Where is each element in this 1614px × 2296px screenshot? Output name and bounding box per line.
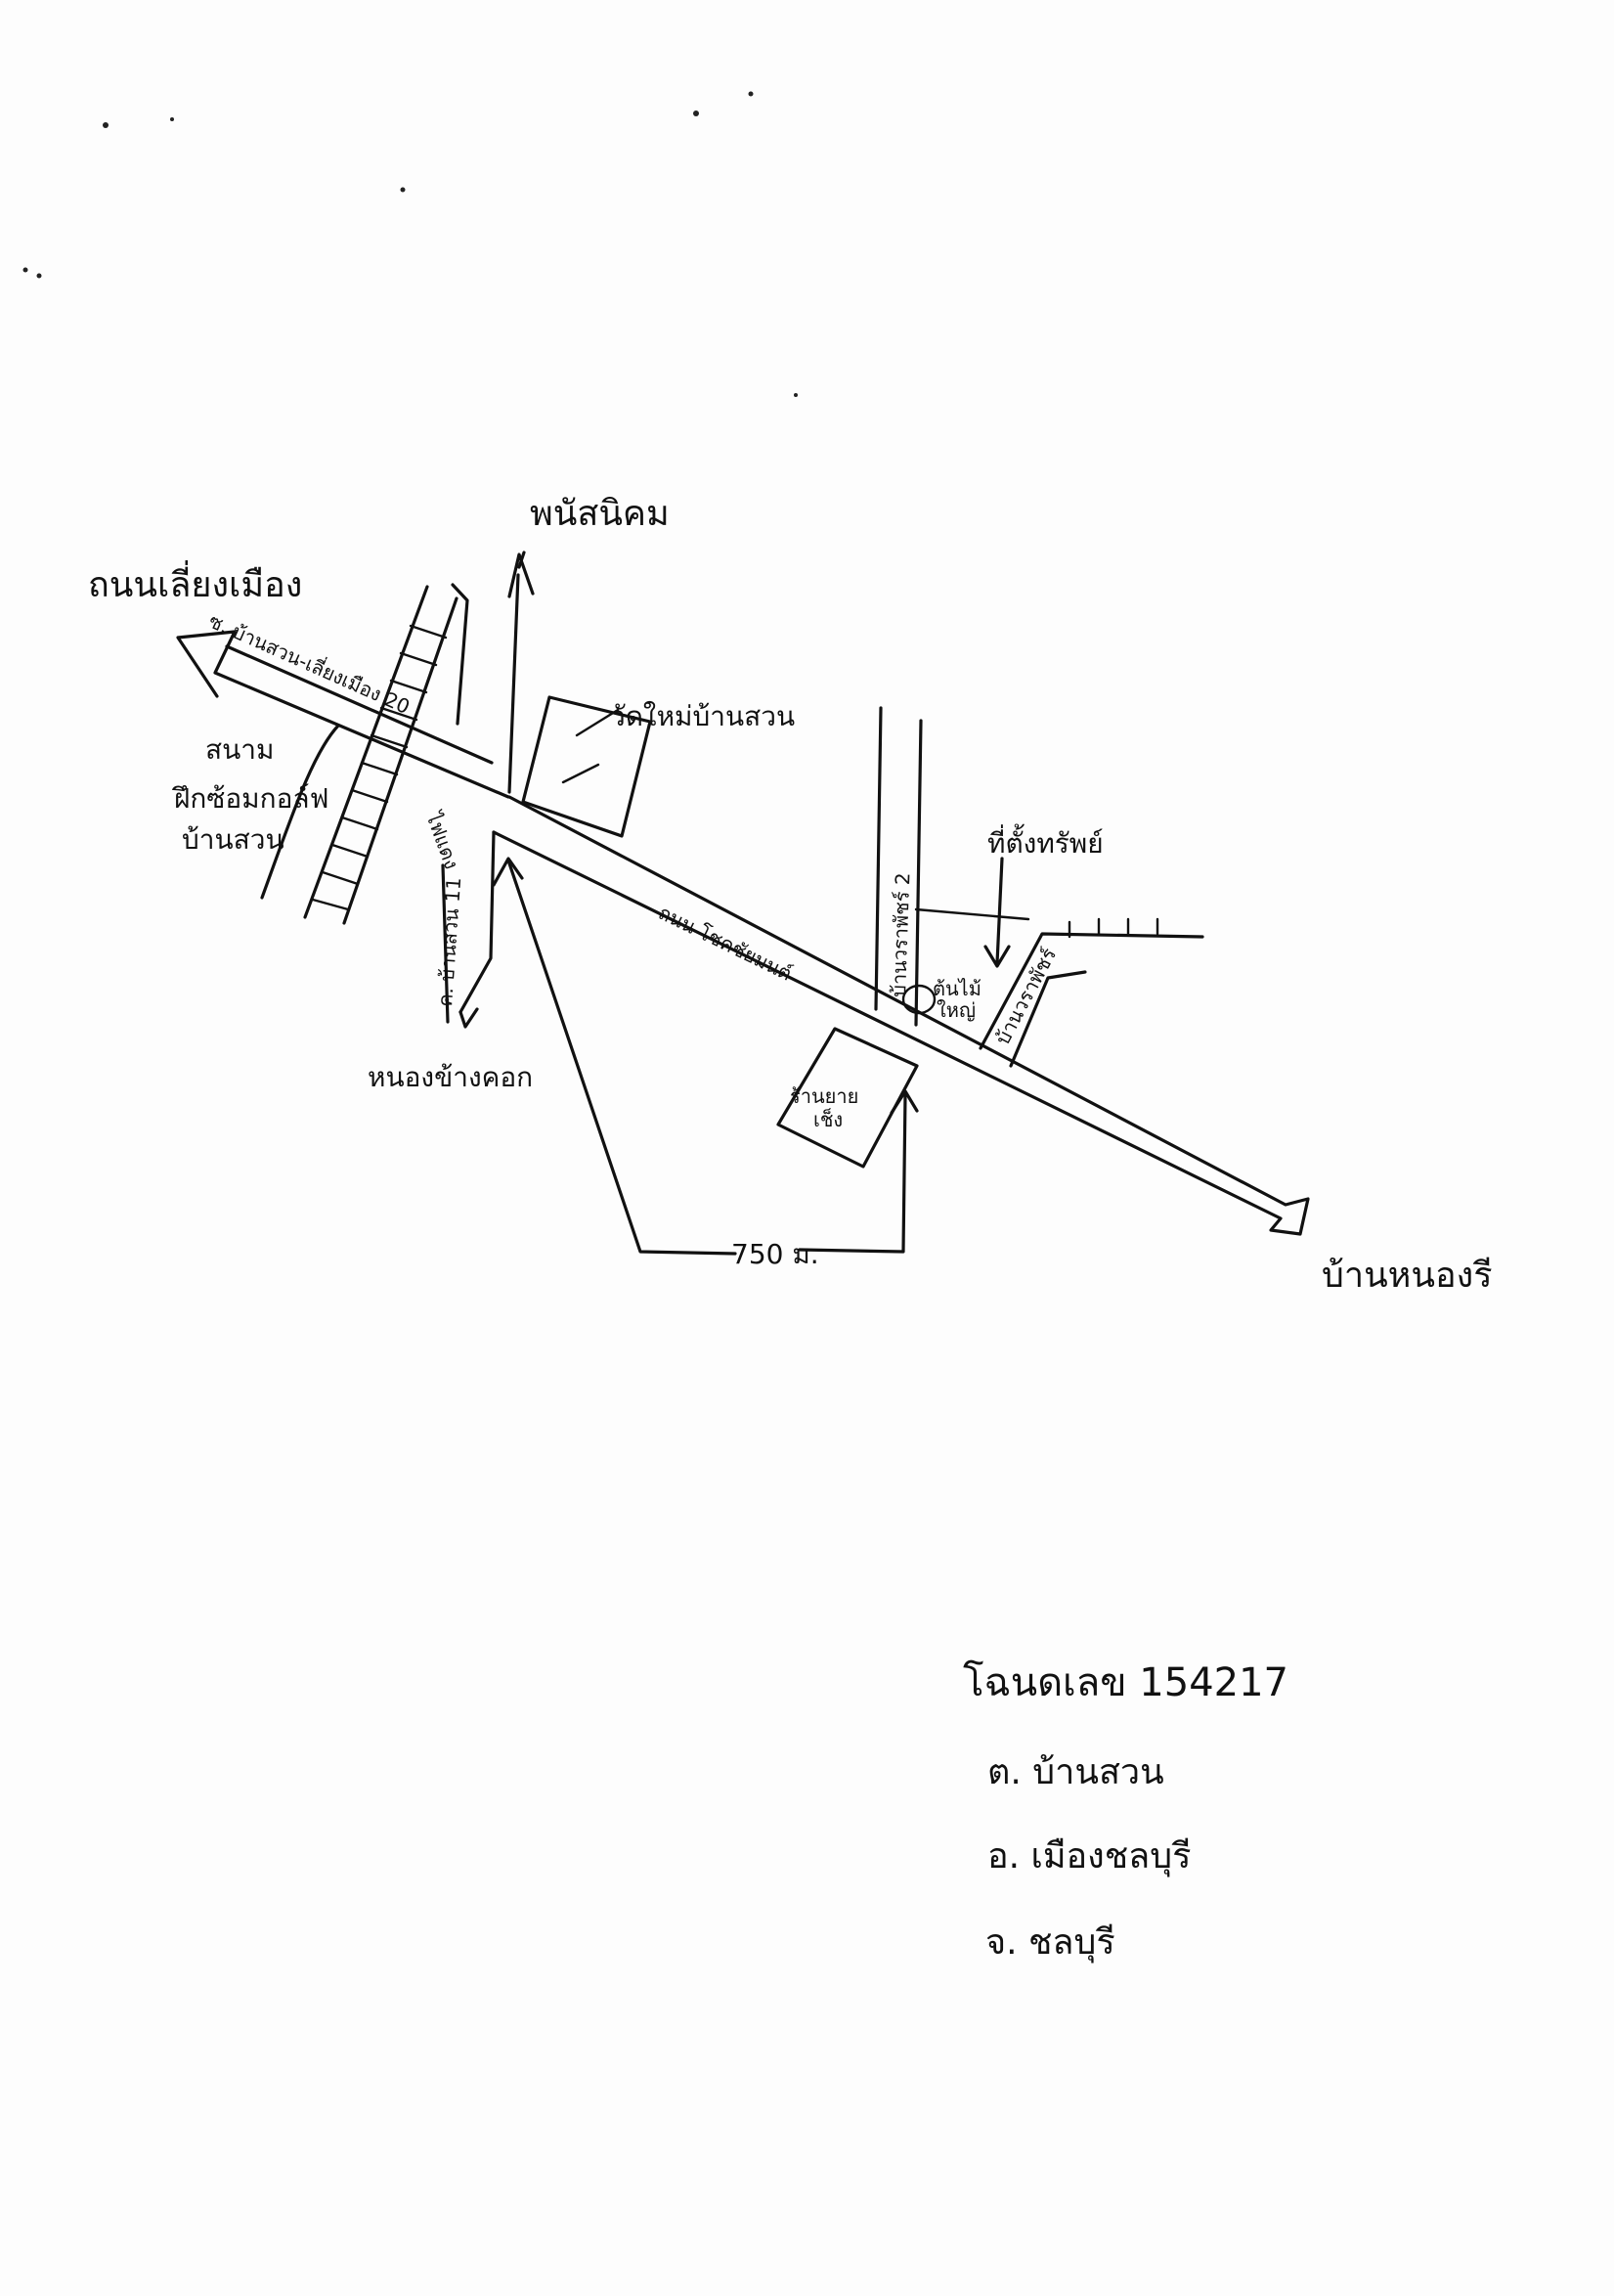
tree-marker-label: ต้นไม้ ใหญ่ <box>933 977 987 1022</box>
deed-district: อ. เมืองชลบุรี <box>987 1836 1191 1877</box>
deed-number: โฉนดเลข 154217 <box>963 1660 1288 1705</box>
deed-subdistrict: ต. บ้านสวน <box>987 1752 1164 1792</box>
north-destination-label: พนัสนิคม <box>530 494 670 534</box>
main-road-label: ถนน โชคชัยมนต์ <box>655 901 796 986</box>
main-road <box>458 795 1310 1236</box>
shop-label: ร้านยาย เช็ง <box>790 1084 865 1131</box>
railway <box>303 585 458 925</box>
scan-specks <box>22 91 798 397</box>
lane-1-label: บ้านวราพัชร์ 2 <box>887 872 914 997</box>
side-road-label: ซ. บ้านสวน-เลี่ยงเมือง 20 <box>205 607 414 719</box>
golf-range-label: สนาม ฝึกซ้อมกอล์ฟ บ้านสวน <box>171 733 337 856</box>
east-destination-label: บ้านหนองรี <box>1322 1256 1493 1296</box>
lane-1 <box>874 706 1030 1027</box>
west-destination-label: ถนนเลี่ยงเมือง <box>88 560 302 605</box>
shop-block <box>776 1027 919 1169</box>
lane-2 <box>979 917 1204 1068</box>
deed-province: จ. ชลบุรี <box>985 1922 1115 1964</box>
temple-label: วัดใหม่บ้านสวน <box>610 700 795 732</box>
southwest-road <box>441 863 479 1029</box>
south-destination-label: หนองข้างคอก <box>368 1061 533 1093</box>
property-label: ที่ตั้งทรัพย์ <box>987 823 1104 860</box>
north-road <box>451 551 535 794</box>
southwest-road-label: ค. บ้านสวน 11 <box>433 876 465 1007</box>
west-side-road <box>176 630 510 900</box>
temple-block <box>521 695 652 838</box>
traffic-light-label: ไฟแดง <box>421 808 464 872</box>
distance-indicator <box>492 857 919 1256</box>
property-arrow <box>983 857 1011 968</box>
distance-label: 750 ม. <box>731 1238 819 1270</box>
